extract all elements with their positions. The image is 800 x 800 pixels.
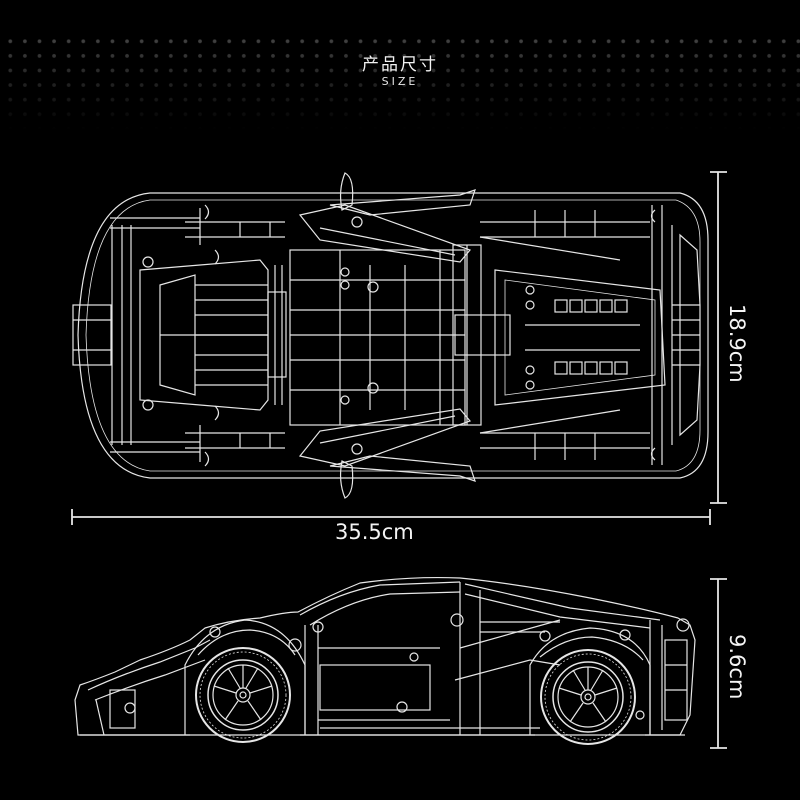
car-top-view <box>72 172 709 499</box>
dot-grid-background <box>0 30 800 130</box>
height-dimension-label: 9.6cm <box>725 634 749 700</box>
page-subtitle: SIZE <box>381 75 419 88</box>
page-title: 产品尺寸 <box>362 55 438 75</box>
length-dimension-label: 35.5cm <box>335 520 414 544</box>
car-side-view <box>74 576 696 745</box>
dimension-line-height <box>710 578 727 749</box>
dimension-line-width <box>710 171 727 504</box>
dimension-line-length <box>71 509 711 525</box>
width-dimension-label: 18.9cm <box>725 304 749 383</box>
